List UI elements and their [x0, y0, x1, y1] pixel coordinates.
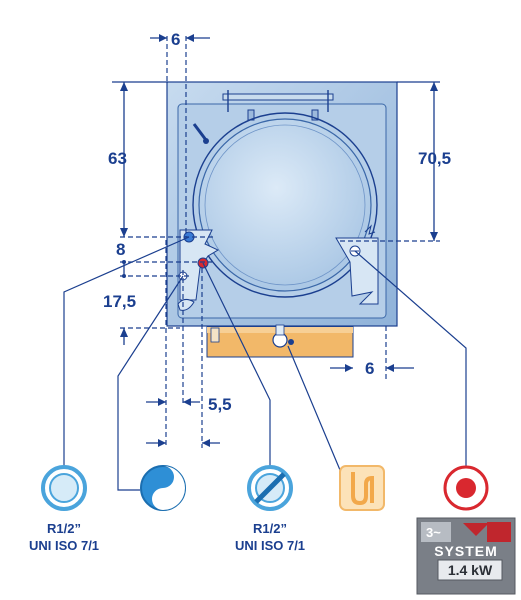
drain-diameter-icon [247, 465, 293, 511]
softened-water-icon [140, 465, 186, 511]
dimension-lines [112, 34, 440, 447]
badge-brand: SYSTEM [434, 543, 498, 559]
drain-panel [206, 324, 354, 358]
drum [192, 112, 378, 298]
connection-labels: R1/2” UNI ISO 7/1 R1/2” UNI ISO 7/1 [29, 521, 305, 553]
connection-icons [41, 465, 489, 511]
dim-inlet-spacing: 5,5 [208, 395, 232, 414]
dim-top-width: 6 [171, 30, 180, 49]
drain-siphon-icon [339, 465, 385, 511]
dimension-labels: 6 63 70,5 8 17,5 6 5,5 [103, 30, 451, 414]
conn-3-line2: UNI ISO 7/1 [235, 538, 305, 553]
conn-1-line1: R1/2” [47, 521, 81, 536]
badge-power: 1.4 kW [448, 562, 493, 578]
dim-drain-offset: 6 [365, 359, 374, 378]
conn-1-line2: UNI ISO 7/1 [29, 538, 99, 553]
electrical-connection-icon [443, 465, 489, 511]
cold-water-circle-icon [41, 465, 87, 511]
machine-top-view [166, 81, 398, 358]
badge-phase: 3~ [426, 525, 441, 540]
dim-left-height: 63 [108, 149, 127, 168]
dim-offset-mid: 17,5 [103, 292, 136, 311]
dim-right-height: 70,5 [418, 149, 451, 168]
power-badge: 3~ SYSTEM 1.4 kW [416, 517, 516, 595]
reference-lines [120, 36, 440, 448]
dim-offset-small: 8 [116, 240, 125, 259]
left-bracket [177, 229, 220, 311]
conn-3-line1: R1/2” [253, 521, 287, 536]
lever-icon [192, 123, 209, 144]
